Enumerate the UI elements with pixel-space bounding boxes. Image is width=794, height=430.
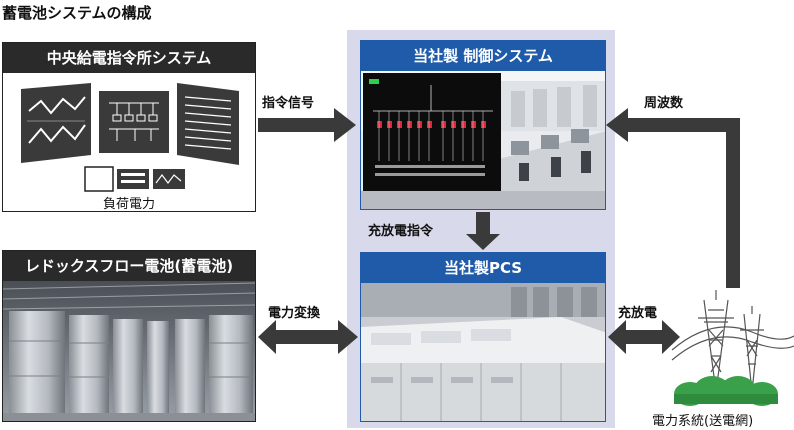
pcs-equipment-photo <box>361 283 605 421</box>
pcs-header: 当社製PCS <box>361 253 605 283</box>
pcs-box: 当社製PCS <box>360 252 606 422</box>
power-conversion-label: 電力変換 <box>268 306 321 321</box>
battery-tanks-photo <box>3 281 255 421</box>
control-system-header: 当社製 制御システム <box>361 41 605 71</box>
command-signal-label: 指令信号 <box>262 96 315 111</box>
load-power-label: 負荷電力 <box>102 197 155 212</box>
central-dispatch-header: 中央給電指令所システム <box>3 43 255 73</box>
battery-header: レドックスフロー電池(蓄電池) <box>3 251 255 281</box>
battery-box: レドックスフロー電池(蓄電池) <box>2 250 256 422</box>
central-dispatch-box: 中央給電指令所システム 負荷電 <box>2 42 256 212</box>
charge-discharge-label: 充放電 <box>618 306 658 321</box>
control-room-photo <box>361 71 605 209</box>
charge-discharge-command-arrow <box>466 212 500 250</box>
frequency-label: 周波数 <box>644 96 684 111</box>
dispatch-monitors-illustration <box>21 83 239 192</box>
control-system-box: 当社製 制御システム <box>360 40 606 210</box>
frequency-arrow <box>606 108 740 288</box>
command-signal-arrow <box>258 108 356 142</box>
charge-discharge-command-label: 充放電指令 <box>368 224 434 239</box>
grass-icon <box>674 376 778 406</box>
charge-discharge-arrow <box>608 320 680 354</box>
grid-label: 電力系統(送電網) <box>652 414 754 429</box>
diagram-title: 蓄電池システムの構成 <box>2 4 152 22</box>
power-conversion-arrow <box>258 320 358 354</box>
